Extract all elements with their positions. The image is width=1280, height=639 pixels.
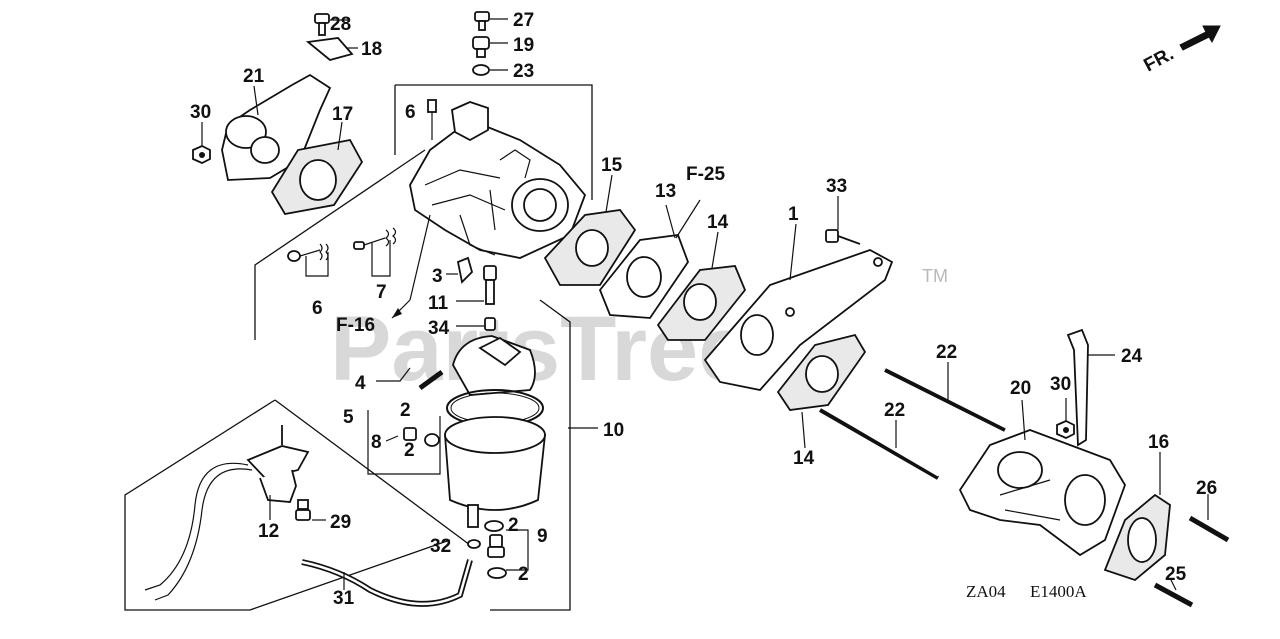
intake-manifold-20-icon xyxy=(958,399,1126,557)
callout-29: 29 xyxy=(330,512,351,533)
callout-2-washer-upper: 2 xyxy=(508,515,519,536)
callout-5: 5 xyxy=(343,407,354,428)
callout-30-left: 30 xyxy=(190,102,211,123)
washer-2-lower-icon xyxy=(487,567,507,579)
callout-8: 8 xyxy=(371,432,382,453)
front-direction-label: FR. xyxy=(1140,44,1177,77)
callout-32: 32 xyxy=(430,536,451,557)
callout-2-washer-lower: 2 xyxy=(518,564,529,585)
callout-3: 3 xyxy=(432,266,443,287)
callout-6-top: 6 xyxy=(405,102,416,123)
callout-30-right: 30 xyxy=(1050,374,1071,395)
callout-2-oring: 2 xyxy=(400,400,411,421)
callout-17: 17 xyxy=(332,104,353,125)
callout-1: 1 xyxy=(788,204,799,225)
jet-34-icon xyxy=(456,317,496,331)
callout-14-upper: 14 xyxy=(707,212,729,233)
callout-19: 19 xyxy=(513,35,534,56)
callout-22-upper: 22 xyxy=(936,342,957,363)
gasket-17-icon xyxy=(270,121,364,215)
callout-13: 13 xyxy=(655,181,676,202)
callout-21: 21 xyxy=(243,66,265,87)
float-pin-4-icon xyxy=(376,367,444,391)
screw-29-icon xyxy=(295,499,326,521)
float-5-icon xyxy=(452,335,536,396)
drain-screw-8-icon xyxy=(367,410,441,475)
gasket-16-icon xyxy=(1103,452,1171,582)
gasket-15-icon xyxy=(543,174,637,286)
callout-31: 31 xyxy=(333,588,355,609)
callout-9: 9 xyxy=(537,526,548,547)
jet-19-icon xyxy=(472,36,508,58)
callout-28: 28 xyxy=(330,14,351,35)
callout-4: 4 xyxy=(355,373,366,394)
bolt-28-icon xyxy=(314,13,350,36)
gasket-14-upper-icon xyxy=(656,231,747,341)
callout-33: 33 xyxy=(826,176,847,197)
reference-f16: F-16 xyxy=(336,315,375,336)
callout-22-lower: 22 xyxy=(884,400,905,421)
float-bowl-icon xyxy=(444,416,547,528)
callout-20: 20 xyxy=(1010,378,1031,399)
diagram-code-za04: ZA04 xyxy=(966,582,1006,601)
stud-25-icon xyxy=(1153,577,1194,608)
callout-16: 16 xyxy=(1148,432,1169,453)
nut-30-icon xyxy=(192,122,211,164)
callout-11: 11 xyxy=(428,293,449,314)
stud-22-lower-icon xyxy=(819,407,939,480)
insulator-21-icon xyxy=(221,73,332,181)
callout-14-lower: 14 xyxy=(793,448,815,469)
bracket-24-icon xyxy=(1066,328,1115,447)
callout-26: 26 xyxy=(1196,478,1217,499)
nut-30-right-icon xyxy=(1056,398,1075,439)
screw-spring-6-icon xyxy=(287,243,329,277)
reference-f16-arrow-icon xyxy=(391,214,431,319)
clip-32-icon xyxy=(467,539,481,549)
watermark-trademark: TM xyxy=(922,266,948,286)
stud-22-upper-icon xyxy=(884,362,1007,432)
washer-23-icon xyxy=(472,64,508,76)
callout-27: 27 xyxy=(513,10,534,31)
washer-2-upper-icon xyxy=(484,520,504,532)
clamp-18-icon xyxy=(305,37,358,61)
gasket-14-lower-icon xyxy=(776,333,867,449)
callout-25: 25 xyxy=(1165,564,1187,585)
callout-10: 10 xyxy=(603,420,624,441)
callout-12: 12 xyxy=(258,521,279,542)
bolt-33-icon xyxy=(825,196,861,245)
callout-18: 18 xyxy=(361,39,382,60)
screw-spring-7-icon xyxy=(353,227,397,277)
plate-1-icon xyxy=(703,223,894,391)
drain-bolt-9-icon xyxy=(487,529,529,571)
callout-23: 23 xyxy=(513,61,534,82)
callout-34: 34 xyxy=(428,318,450,339)
stud-26-icon xyxy=(1188,494,1230,543)
carburetor-body-icon xyxy=(409,99,587,259)
main-nozzle-11-icon xyxy=(456,265,497,305)
callout-15: 15 xyxy=(601,155,623,176)
callout-2-drain: 2 xyxy=(404,440,415,461)
callout-6-bottom: 6 xyxy=(312,298,323,319)
front-direction-arrow-icon xyxy=(1179,25,1221,51)
reference-f25: F-25 xyxy=(686,164,726,185)
float-valve-3-icon xyxy=(446,256,474,284)
callout-7: 7 xyxy=(376,282,387,303)
drain-tube-31-icon xyxy=(301,559,473,607)
callout-24: 24 xyxy=(1121,346,1143,367)
fuel-cut-solenoid-12-icon xyxy=(144,425,310,601)
spacer-13-icon xyxy=(598,199,701,319)
assembly-frame-lines xyxy=(124,84,598,611)
screw-27-icon xyxy=(474,11,508,31)
diagram-code-e1400a: E1400A xyxy=(1030,582,1087,601)
